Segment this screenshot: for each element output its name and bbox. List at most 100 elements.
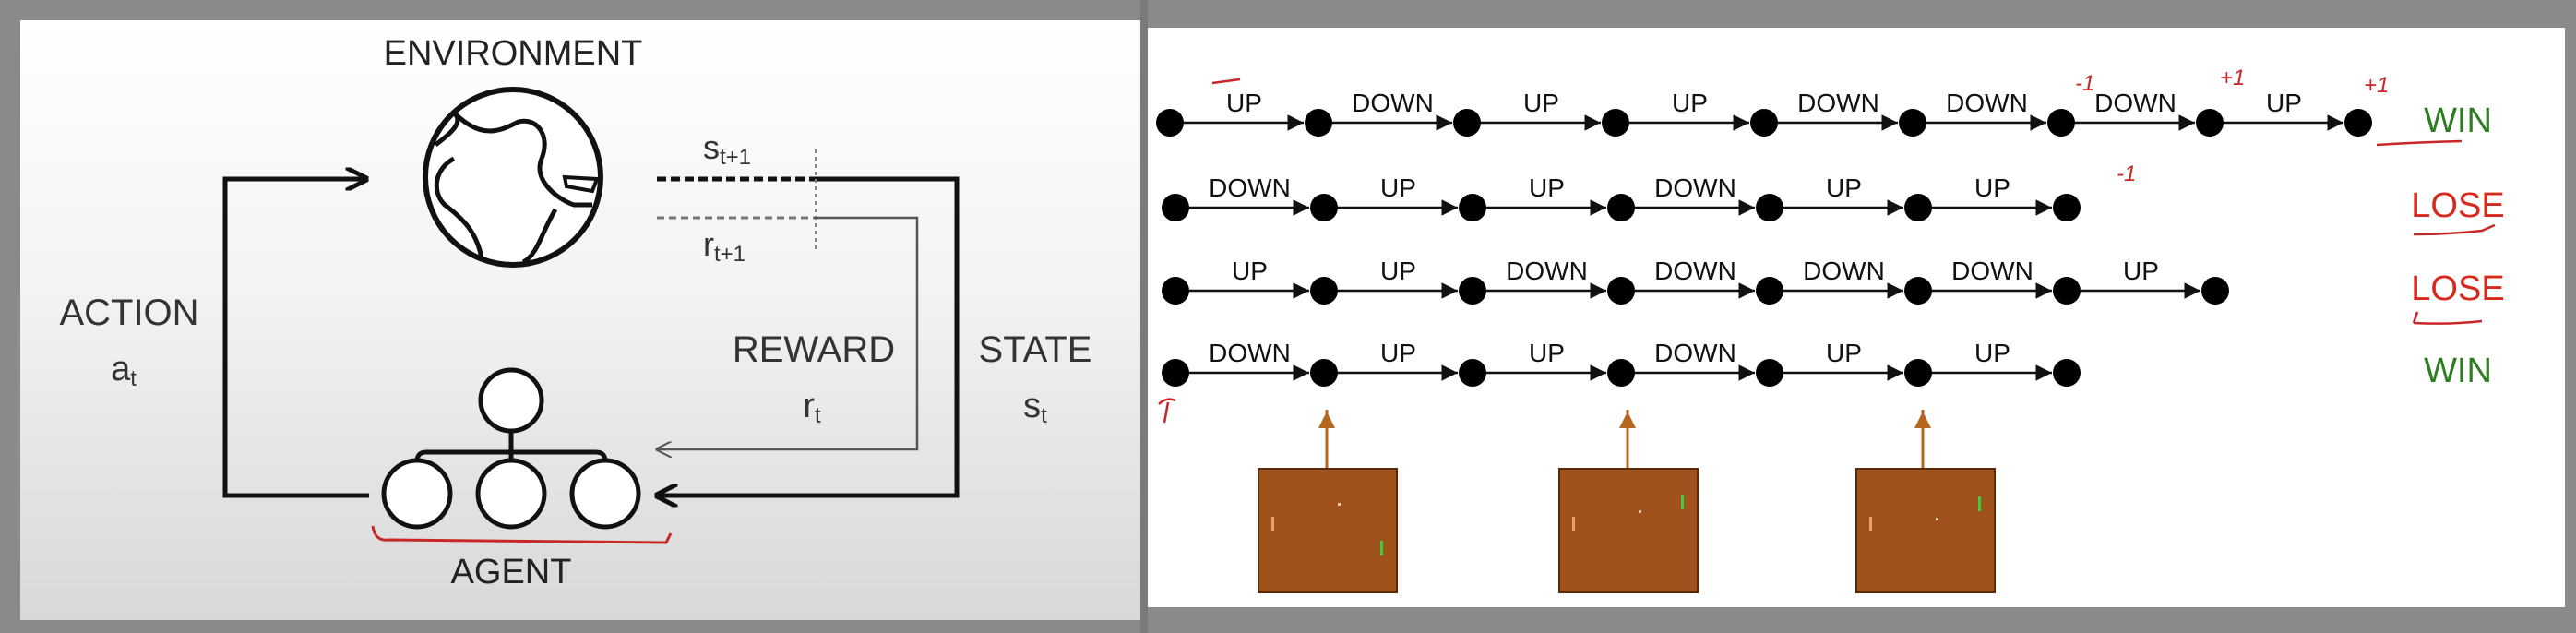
handwritten-mark [2413, 223, 2496, 236]
state-node [1607, 277, 1635, 305]
globe-icon [423, 87, 603, 268]
action-label: UP [1974, 173, 2010, 202]
state-label: STATE [979, 329, 1092, 370]
action-label: DOWN [1209, 173, 1291, 202]
action-label: ACTION [59, 293, 198, 333]
state-node [2047, 109, 2075, 137]
state-node [1310, 277, 1338, 305]
action-label: DOWN [1946, 89, 2028, 117]
action-label: DOWN [1654, 257, 1736, 285]
reward-annotation: -1 [2117, 161, 2136, 186]
state-node [2196, 109, 2224, 137]
action-symbol: at [111, 350, 137, 391]
ball [1639, 510, 1641, 513]
next-state-symbol: st+1 [703, 128, 751, 170]
state-node [1459, 359, 1486, 387]
reward-arrow [657, 216, 919, 449]
state-node [1607, 359, 1635, 387]
left-paddle [1572, 517, 1575, 531]
episode-row: UP UP DOWN DOWN DOWN DOWN UP LOSE [1162, 257, 2505, 308]
action-label: DOWN [1654, 173, 1736, 202]
state-node [1310, 194, 1338, 221]
action-label: UP [1672, 89, 1708, 117]
episode-row: DOWN UP UP DOWN UP UP LOSE [1162, 173, 2505, 225]
right-paddle [1380, 541, 1383, 555]
state-node [1904, 194, 1932, 221]
agent-underline-annotation [371, 525, 673, 544]
pong-screen [1855, 468, 1996, 593]
state-node [1750, 109, 1778, 137]
reward-label: REWARD [733, 329, 895, 370]
state-symbol: st [1023, 387, 1047, 428]
action-label: DOWN [1654, 339, 1736, 367]
state-node [1602, 109, 1629, 137]
state-node [2201, 277, 2229, 305]
action-label: UP [1232, 257, 1268, 285]
state-node [1162, 277, 1189, 305]
panel-divider [1140, 0, 1148, 633]
action-label: DOWN [2094, 89, 2176, 117]
reward-annotation: +1 [2220, 66, 2245, 90]
action-label: UP [1380, 339, 1416, 367]
state-node [2053, 194, 2081, 221]
state-node [1899, 109, 1926, 137]
handwritten-mark [2376, 139, 2463, 147]
ball [1338, 503, 1341, 506]
handwritten-mark [1158, 398, 1176, 424]
state-node [1756, 359, 1783, 387]
next-reward-symbol: rt+1 [703, 225, 745, 267]
action-label: UP [1529, 339, 1565, 367]
action-label: DOWN [1803, 257, 1885, 285]
state-node [1162, 359, 1189, 387]
right-paddle [1978, 496, 1981, 511]
state-node [1305, 109, 1332, 137]
state-node [2053, 277, 2081, 305]
rl-loop-diagram: ENVIRONMENT AGENT ACTION at [20, 20, 1140, 620]
state-node [1310, 359, 1338, 387]
left-paddle [1271, 517, 1274, 531]
action-label: DOWN [1506, 257, 1588, 285]
state-node [2344, 109, 2372, 137]
episode-outcome: WIN [2424, 352, 2492, 390]
action-label: UP [2123, 257, 2159, 285]
state-node [1756, 194, 1783, 221]
action-label: DOWN [1951, 257, 2033, 285]
action-label: DOWN [1209, 339, 1291, 367]
episode-outcome: LOSE [2411, 269, 2504, 308]
pong-frame [1558, 410, 1699, 593]
state-node [1607, 194, 1635, 221]
action-label: UP [1826, 173, 1862, 202]
action-label: DOWN [1352, 89, 1434, 117]
state-node [1756, 277, 1783, 305]
handwritten-mark [1211, 78, 1241, 85]
action-label: UP [1523, 89, 1559, 117]
state-node [2053, 359, 2081, 387]
episode-outcome: LOSE [2411, 186, 2504, 225]
handwritten-mark [2412, 311, 2483, 325]
pong-frame [1258, 410, 1398, 593]
action-label: UP [1826, 339, 1862, 367]
action-label: UP [1529, 173, 1565, 202]
state-node [1156, 109, 1184, 137]
action-arrow [222, 179, 369, 498]
pong-screen [1558, 468, 1699, 593]
right-paddle [1681, 495, 1684, 509]
state-node [1459, 277, 1486, 305]
pong-frame [1855, 410, 1996, 593]
state-node [1459, 194, 1486, 221]
state-node [1453, 109, 1481, 137]
action-label: UP [1380, 173, 1416, 202]
left-paddle [1869, 517, 1872, 531]
action-label: DOWN [1797, 89, 1879, 117]
reward-symbol: rt [803, 387, 821, 428]
ball [1936, 518, 1938, 520]
action-label: UP [1380, 257, 1416, 285]
agent-icon [381, 367, 641, 530]
state-node [1904, 277, 1932, 305]
agent-label: AGENT [451, 553, 572, 591]
episode-outcome: WIN [2424, 102, 2492, 140]
state-node [1904, 359, 1932, 387]
state-node [1162, 194, 1189, 221]
